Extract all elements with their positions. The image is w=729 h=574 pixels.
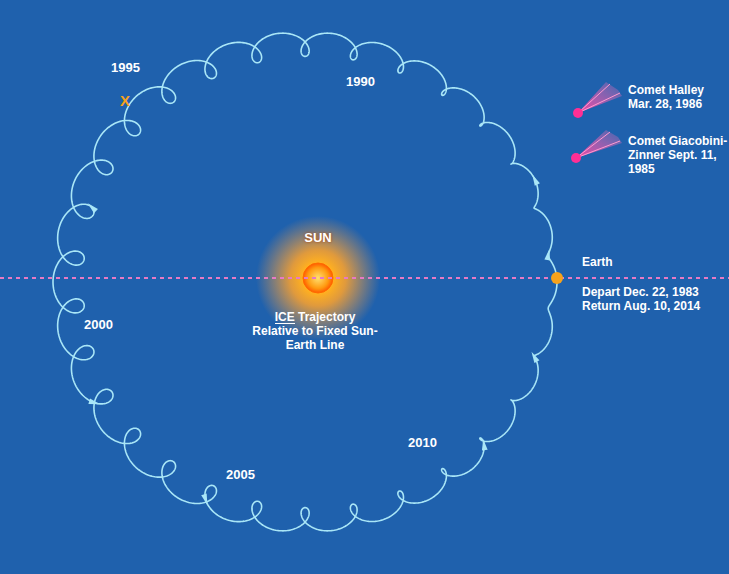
ice-trajectory [53, 33, 557, 531]
comet-giacobini-zinner [571, 130, 622, 163]
trajectory-group [53, 33, 557, 531]
arrowhead [532, 174, 540, 185]
sun-earth-line [0, 277, 729, 279]
comet-streak [576, 132, 610, 158]
year-label: 2000 [84, 318, 113, 332]
arrowhead [531, 352, 539, 363]
earth-label: Earth [582, 255, 613, 269]
arrowhead [544, 249, 550, 261]
position-marker: X [120, 94, 130, 108]
year-label: 1990 [346, 75, 375, 89]
comet-tail [578, 82, 622, 113]
comet-streak [578, 84, 610, 113]
arrowhead [88, 203, 98, 213]
mission-dates: Depart Dec. 22, 1983 Return Aug. 10, 201… [582, 285, 722, 313]
comet-streak [576, 141, 620, 158]
comet-head [573, 108, 583, 118]
underline [275, 323, 295, 324]
year-label: 2005 [226, 468, 255, 482]
comet-head [571, 153, 581, 163]
year-label: 1995 [111, 61, 140, 75]
arrowhead [88, 398, 100, 404]
comet-label: Comet Halley Mar. 28, 1986 [628, 83, 726, 111]
year-label: 2010 [408, 436, 437, 450]
earth-dot [551, 272, 563, 284]
diagram-caption: ICE Trajectory Relative to Fixed Sun-Ear… [250, 310, 380, 352]
comet-tail [576, 130, 622, 158]
sun-label: SUN [268, 230, 368, 245]
sun-node: SUN [268, 230, 368, 245]
comet-streak [578, 93, 620, 113]
arrowhead [482, 439, 488, 451]
comet-label: Comet Giacobini-Zinner Sept. 11, 1985 [628, 134, 728, 176]
arrowhead [201, 494, 207, 506]
comet-halley [573, 82, 622, 118]
